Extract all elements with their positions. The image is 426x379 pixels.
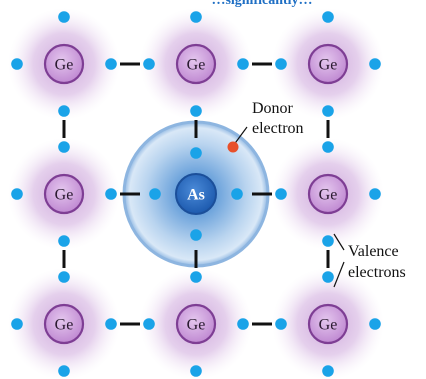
- valence-electron: [322, 271, 334, 283]
- valence-pointer-line-lower: [333, 261, 345, 288]
- header-text: …significantly…: [211, 0, 312, 8]
- valence-electron: [322, 105, 334, 117]
- valence-electron: [149, 188, 161, 200]
- germanium-symbol: Ge: [319, 317, 338, 334]
- germanium-nucleus: [307, 43, 349, 85]
- bond-layer: [62, 62, 330, 326]
- valence-electron: [190, 11, 202, 23]
- valence-pointer-line-upper: [333, 233, 345, 251]
- valence-electron: [58, 11, 70, 23]
- germanium-symbol: Ge: [319, 57, 338, 74]
- germanium-symbol: Ge: [319, 187, 338, 204]
- valence-electron: [190, 147, 202, 159]
- germanium-symbol: Ge: [187, 317, 206, 334]
- valence-electron: [369, 188, 381, 200]
- germanium-nucleus: [307, 303, 349, 345]
- valence-electron: [369, 58, 381, 70]
- valence-electron: [143, 318, 155, 330]
- valence-electron: [322, 141, 334, 153]
- valence-label-line1: Valence: [348, 243, 399, 260]
- germanium-nucleus: [43, 303, 85, 345]
- valence-electron: [58, 141, 70, 153]
- valence-electron: [231, 188, 243, 200]
- electron-layer: [11, 11, 381, 377]
- germanium-nucleus: [175, 303, 217, 345]
- valence-electron: [58, 365, 70, 377]
- valence-electron: [275, 318, 287, 330]
- germanium-symbol: Ge: [55, 187, 74, 204]
- valence-annotation: Valence electrons: [333, 233, 406, 288]
- valence-electron: [190, 105, 202, 117]
- valence-electron: [11, 188, 23, 200]
- germanium-symbol: Ge: [187, 57, 206, 74]
- germanium-symbol: Ge: [55, 317, 74, 334]
- valence-electron: [190, 271, 202, 283]
- valence-electron: [275, 188, 287, 200]
- valence-electron: [11, 318, 23, 330]
- valence-electron: [322, 11, 334, 23]
- valence-electron: [275, 58, 287, 70]
- donor-label-line2: electron: [252, 120, 304, 137]
- valence-electron: [58, 271, 70, 283]
- donor-electron: [227, 141, 239, 153]
- valence-electron: [105, 58, 117, 70]
- germanium-symbol: Ge: [55, 57, 74, 74]
- valence-electron: [322, 235, 334, 247]
- valence-electron: [58, 105, 70, 117]
- arsenic-nucleus: [175, 173, 217, 215]
- donor-label-line1: Donor: [252, 100, 294, 117]
- valence-electron: [58, 235, 70, 247]
- valence-electron: [11, 58, 23, 70]
- valence-electron: [143, 58, 155, 70]
- germanium-nucleus: [307, 173, 349, 215]
- valence-electron: [369, 318, 381, 330]
- valence-electron: [237, 58, 249, 70]
- donor-annotation: Donor electron: [227, 100, 304, 153]
- valence-label-line2: electrons: [348, 264, 406, 281]
- valence-electron: [105, 188, 117, 200]
- germanium-nucleus: [43, 173, 85, 215]
- germanium-nucleus: [175, 43, 217, 85]
- valence-electron: [190, 229, 202, 241]
- valence-electron: [190, 365, 202, 377]
- arsenic-symbol: As: [187, 187, 205, 204]
- valence-electron: [237, 318, 249, 330]
- germanium-nucleus: [43, 43, 85, 85]
- valence-electron: [322, 365, 334, 377]
- valence-electron: [105, 318, 117, 330]
